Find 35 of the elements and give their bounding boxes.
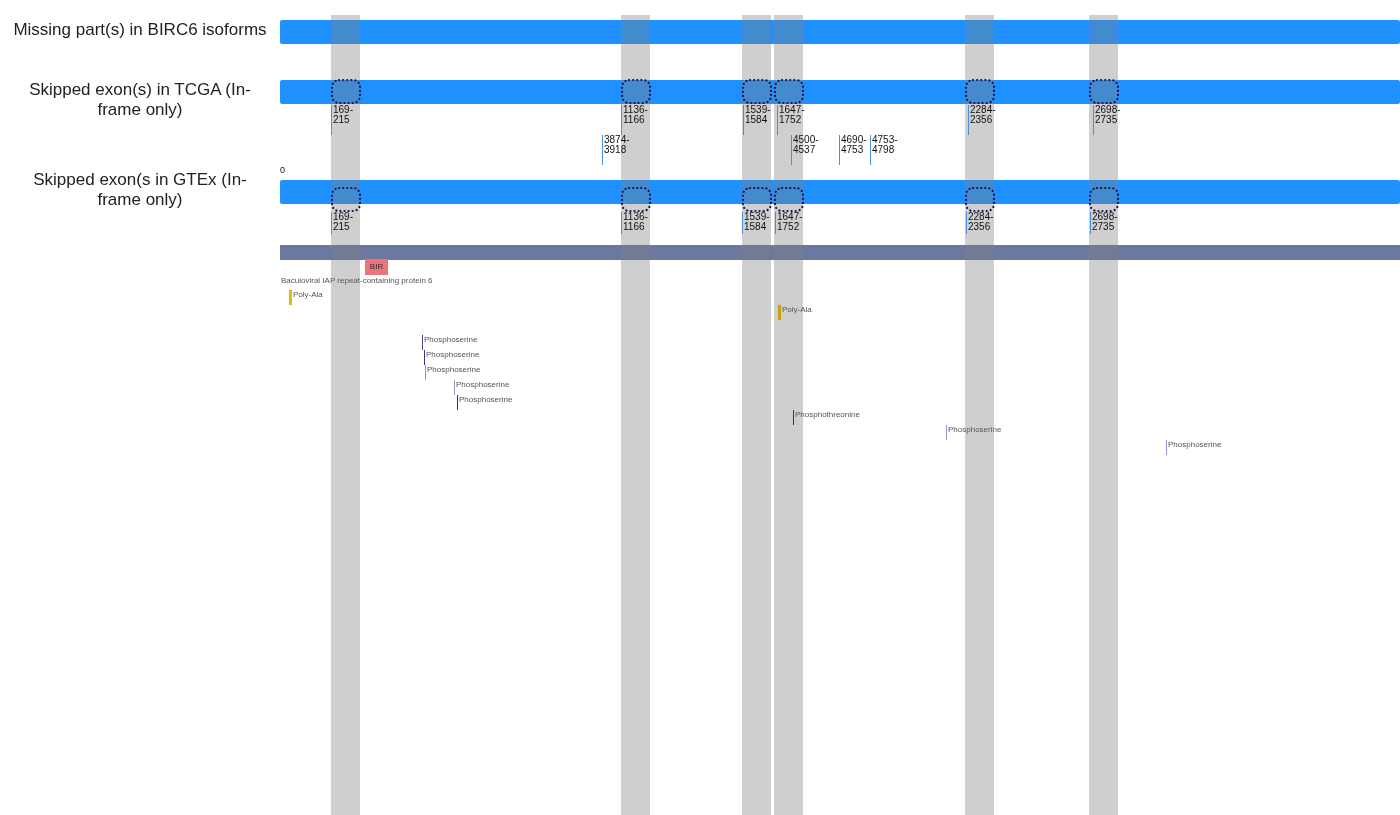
track-bar [280, 180, 1400, 204]
feature-marker-label: Phosphoserine [457, 395, 513, 410]
track-title: Missing part(s) in BIRC6 isoforms [12, 20, 268, 40]
exon-range-label: 1136-1166 [621, 105, 651, 135]
exon-range-label: 1539-1584 [742, 212, 772, 234]
feature-marker-label: Phosphothreonine [793, 410, 860, 425]
protein-name: Baculoviral IAP repeat-containing protein 6 [280, 276, 433, 287]
feature-marker-label: Poly-Ala [778, 305, 812, 320]
feature-marker-label: Phosphoserine [425, 365, 481, 380]
exon-range-label: 4500-4537 [791, 135, 821, 165]
feature-marker-label: Phosphoserine [422, 335, 478, 350]
exon-range-label: 3874-3918 [602, 135, 632, 165]
exon-range-label: 1539-1584 [743, 105, 773, 135]
track-title: Skipped exon(s) in TCGA (In-frame only) [28, 80, 252, 120]
feature-marker-label: Phosphoserine [454, 380, 510, 395]
feature-marker-label: Phosphoserine [424, 350, 480, 365]
exon-range-label: 1136-1166 [621, 212, 651, 234]
exon-range-label: 4690-4753 [839, 135, 869, 165]
track-bar [280, 20, 1400, 44]
track-title: Skipped exon(s in GTEx (In-frame only) [32, 170, 248, 210]
domain-box: BIR [365, 259, 388, 275]
exon-range-label: 1647-1752 [775, 212, 805, 234]
exon-range-label: 169-215 [331, 212, 361, 234]
track-bar [280, 80, 1400, 104]
feature-marker-label: Phosphoserine [1166, 440, 1222, 455]
protein-bar [280, 245, 1400, 260]
exon-range-label: 2698-2735 [1093, 105, 1123, 135]
exon-range-label: 4753-4798 [870, 135, 900, 165]
feature-marker-label: Phosphoserine [946, 425, 1002, 440]
exon-range-label: 2698-2735 [1090, 212, 1120, 234]
exon-range-label: 1647-1752 [777, 105, 807, 135]
exon-range-label: 2284-2356 [968, 105, 998, 135]
feature-marker-label: Poly-Ala [289, 290, 323, 305]
exon-range-label: 2284-2356 [966, 212, 996, 234]
exon-range-label: 169-215 [331, 105, 361, 135]
